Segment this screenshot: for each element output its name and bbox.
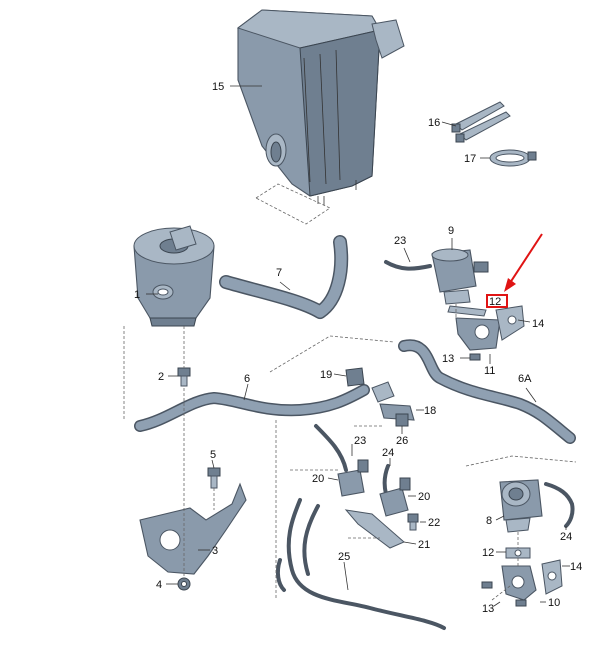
callout-20-left: 20 [312,473,324,485]
bolt-22[interactable] [407,513,419,531]
gasket-12-bottom[interactable] [505,547,531,559]
callout-2: 2 [158,371,164,383]
callout-12-bottom: 12 [482,547,494,559]
leader-lines [146,85,570,607]
bracket-21[interactable] [344,509,405,549]
callout-24-mid: 24 [382,447,394,459]
vacuum-line-24-mid[interactable] [382,464,390,496]
callout-19: 19 [320,369,332,381]
bolt-2[interactable] [177,367,191,387]
callout-17: 17 [464,153,476,165]
callout-21: 21 [418,539,430,551]
bolt-13-bottom[interactable] [481,581,527,607]
combi-valve-9[interactable] [431,248,489,305]
vacuum-line-23[interactable] [384,260,432,271]
assembly-guide-lines [123,183,577,601]
gasket-12-highlight [486,294,508,308]
pressure-hose-6a[interactable] [398,339,576,444]
callout-7: 7 [276,267,282,279]
callout-15: 15 [212,81,224,93]
callout-16: 16 [428,117,440,129]
callout-14-top: 14 [532,318,544,330]
air-filter-housing[interactable] [236,9,405,205]
combi-valve-8[interactable] [499,479,543,533]
callout-18: 18 [424,405,436,417]
callout-13-top: 13 [442,353,454,365]
callout-24-right: 24 [560,531,572,543]
callout-23-lower: 23 [354,435,366,447]
callout-26: 26 [396,435,408,447]
callout-6a: 6A [518,373,532,385]
flange-11[interactable] [455,317,501,351]
intake-hose[interactable] [219,235,349,319]
flange-10[interactable] [501,565,537,601]
callout-13-bottom: 13 [482,603,494,615]
clip-26[interactable] [395,413,409,427]
callout-1: 1 [134,289,140,301]
callout-5: 5 [210,449,216,461]
callout-9: 9 [448,225,454,237]
callout-23-top: 23 [394,235,406,247]
callout-6: 6 [244,373,250,385]
red-indicator-arrow [504,233,543,292]
gasket-14-bottom[interactable] [541,559,563,595]
vacuum-line-24-right[interactable] [544,482,575,528]
callout-11: 11 [484,365,495,377]
callout-14-bottom: 14 [570,561,582,573]
callout-12-top: 12 [489,296,501,308]
gasket-14-top[interactable] [495,305,525,341]
callout-8: 8 [486,515,492,527]
callout-4: 4 [156,579,162,591]
valve-20-left[interactable] [337,459,369,497]
callout-10: 10 [548,597,560,609]
pipe-clip-19[interactable] [345,367,365,387]
callout-3: 3 [212,545,218,557]
cable-tie-clips[interactable] [451,101,511,143]
valve-20-right[interactable] [379,477,411,517]
callout-22: 22 [428,517,440,529]
hose-clamp[interactable] [489,149,537,167]
callout-labels: 15 16 17 23 9 7 1 12 14 13 11 6A 2 6 19 … [134,81,582,615]
gasket-12-top[interactable] [447,305,487,317]
vacuum-line-23-lower[interactable] [314,424,348,472]
bracket-3[interactable] [139,482,247,575]
bolt-13-top[interactable] [469,353,481,361]
bolt-5[interactable] [207,467,221,489]
secondary-air-pump[interactable] [133,225,215,327]
pressure-hose-6[interactable] [134,384,370,432]
callout-25: 25 [338,551,350,563]
vacuum-lines-25[interactable] [275,498,446,630]
callout-20-right: 20 [418,491,430,503]
